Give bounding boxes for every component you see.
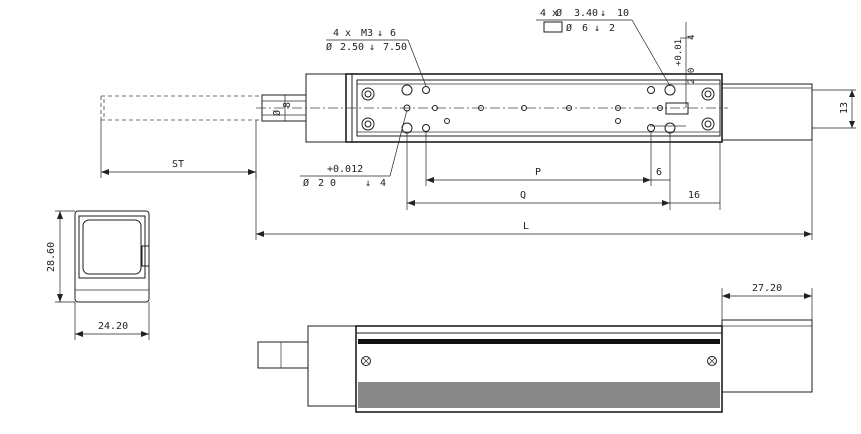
side-end-cap <box>307 325 357 407</box>
section-width-text: 24.20 <box>98 321 128 332</box>
dowel-left-depth-text: 4 <box>380 178 386 189</box>
counterbore-symbol <box>543 21 563 33</box>
dowel-left-tol-text: +0.012 <box>327 164 363 175</box>
slot <box>665 102 689 115</box>
pitch-text: P <box>535 167 541 178</box>
callout-counterbore: 4 x Ø 3.40 ↓ 10 Ø 6 ↓ 2 <box>536 7 671 87</box>
dim-end-offset: 6 <box>651 132 671 210</box>
callout-tapped-holes: 4 x M3 ↓ 6 Ø 2.50 ↓ 7.50 <box>326 28 427 87</box>
depth-symbol: ↓ <box>594 23 600 34</box>
dim-pitch: P <box>425 132 652 186</box>
rod-extended-outline <box>100 95 262 121</box>
tapped-thread-text: M3 <box>361 28 373 39</box>
dim-q: Q 16 <box>406 132 721 210</box>
dim-length: L <box>255 140 813 240</box>
motor-width-text: 27.20 <box>752 283 782 294</box>
dowel-left-dia-text: 2 0 <box>318 178 336 189</box>
tapped-depth-text: 6 <box>390 28 396 39</box>
callout-dowel-left: +0.012 Ø 2 0 ↓ 4 <box>300 109 408 189</box>
section-outline <box>74 210 150 303</box>
side-view: 27.20 <box>257 283 813 413</box>
diameter-symbol: Ø <box>556 7 562 19</box>
cb-dia-text: 3.40 <box>574 8 598 19</box>
section-view: 28.60 24.20 <box>46 210 150 340</box>
side-rear-block <box>721 319 813 393</box>
diameter-symbol: Ø <box>566 22 572 34</box>
cb-cbdepth-text: 2 <box>609 23 615 34</box>
top-stripe <box>358 339 720 344</box>
depth-symbol: ↓ <box>369 42 375 53</box>
length-text: L <box>523 221 529 232</box>
tapped-count-text: 4 x <box>333 28 351 39</box>
side-rod <box>257 341 309 369</box>
top-view <box>100 73 813 143</box>
end-offset-text: 6 <box>656 167 662 178</box>
cb-count-text: 4 x <box>540 8 558 19</box>
dim-stroke: ST <box>100 120 257 178</box>
slider-height-text: 13 <box>839 102 850 114</box>
rod-dia-text: 8 <box>282 102 293 108</box>
dim-rod-dia: Ø 8 <box>271 95 293 121</box>
rear-block <box>721 83 813 141</box>
depth-symbol: ↓ <box>600 8 606 19</box>
tapped-drill-depth-text: 7.50 <box>383 42 407 53</box>
mounting-holes <box>401 84 676 134</box>
cb-cbdia-text: 6 <box>582 23 588 34</box>
depth-symbol: ↓ <box>365 178 371 189</box>
q-text: Q <box>520 190 526 201</box>
section-height-text: 28.60 <box>46 242 57 272</box>
callout-dowel-top: +0.01 2 0 4 <box>674 22 697 108</box>
dowel-top-depth-text: 4 <box>687 35 697 40</box>
dowel-top-dia-text: 2 0 <box>687 68 697 84</box>
end-width-text: 16 <box>688 190 700 201</box>
dim-slider-height: 13 <box>812 89 856 129</box>
screw-heads <box>361 87 715 131</box>
depth-symbol: ↓ <box>377 28 383 39</box>
diameter-symbol: Ø <box>326 41 332 53</box>
grooves <box>358 382 720 408</box>
stroke-text: ST <box>172 159 184 170</box>
tapped-drill-dia-text: 2.50 <box>340 42 364 53</box>
diameter-symbol: Ø <box>271 110 283 116</box>
cb-depth-text: 10 <box>617 8 629 19</box>
side-screws <box>361 356 717 366</box>
dowel-top-tol-text: +0.01 <box>674 39 684 66</box>
diameter-symbol: Ø <box>303 177 309 189</box>
